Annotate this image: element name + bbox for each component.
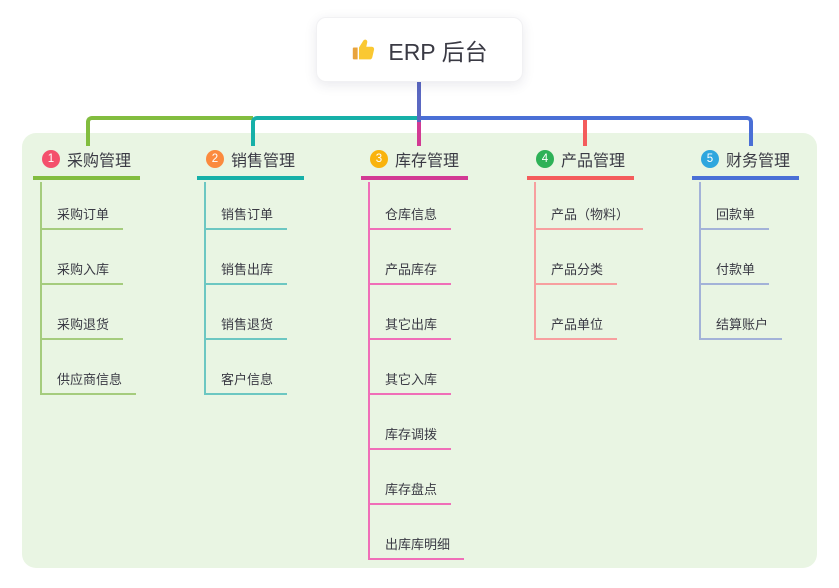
child-node-label: 回款单 — [716, 207, 756, 222]
child-node[interactable]: 产品库存 — [368, 257, 452, 285]
branch-number-badge: 3 — [370, 150, 388, 168]
connector-branch-2-elbow — [251, 116, 421, 146]
child-node-label: 库存盘点 — [385, 482, 438, 497]
child-node[interactable]: 产品分类 — [534, 257, 618, 285]
child-node[interactable]: 回款单 — [699, 202, 770, 230]
child-node-label: 供应商信息 — [57, 372, 123, 387]
branch-title-label: 产品管理 — [561, 153, 626, 170]
child-node-label: 结算账户 — [716, 317, 769, 332]
child-node[interactable]: 采购订单 — [40, 202, 124, 230]
child-node[interactable]: 出库库明细 — [368, 532, 465, 560]
branch-4-title-node[interactable]: 4 产品管理 — [527, 146, 634, 180]
child-node[interactable]: 付款单 — [699, 257, 770, 285]
child-node[interactable]: 库存调拨 — [368, 422, 452, 450]
child-node-label: 仓库信息 — [385, 207, 438, 222]
branch-1-title-node[interactable]: 1 采购管理 — [33, 146, 140, 180]
branch-title-label: 财务管理 — [726, 153, 791, 170]
child-node-label: 付款单 — [716, 262, 756, 277]
branch-number-badge: 1 — [42, 150, 60, 168]
child-node[interactable]: 结算账户 — [699, 312, 783, 340]
child-node[interactable]: 客户信息 — [204, 367, 288, 395]
branch-children-connector-line — [368, 182, 370, 560]
connector-branch-1-elbow — [86, 116, 253, 146]
child-node-label: 采购退货 — [57, 317, 110, 332]
child-node-label: 销售出库 — [221, 262, 274, 277]
child-node-label: 采购订单 — [57, 207, 110, 222]
child-node[interactable]: 采购入库 — [40, 257, 124, 285]
child-node-label: 产品分类 — [551, 262, 604, 277]
branch-children-connector-line — [40, 182, 42, 395]
child-node[interactable]: 销售退货 — [204, 312, 288, 340]
branch-number-badge: 4 — [536, 150, 554, 168]
branch-2-title-node[interactable]: 2 销售管理 — [197, 146, 304, 180]
child-node-label: 其它出库 — [385, 317, 438, 332]
connector-branch-3-drop — [417, 120, 421, 146]
child-node[interactable]: 其它出库 — [368, 312, 452, 340]
branch-5-title-node[interactable]: 5 财务管理 — [692, 146, 799, 180]
root-node[interactable]: ERP 后台 — [316, 17, 523, 82]
branch-children-connector-line — [699, 182, 701, 340]
child-node-label: 产品库存 — [385, 262, 438, 277]
branches-background-panel — [22, 133, 817, 568]
child-node-label: 采购入库 — [57, 262, 110, 277]
child-node[interactable]: 仓库信息 — [368, 202, 452, 230]
child-node-label: 销售订单 — [221, 207, 274, 222]
child-node[interactable]: 销售出库 — [204, 257, 288, 285]
branch-children-connector-line — [534, 182, 536, 340]
branch-number-badge: 2 — [206, 150, 224, 168]
child-node[interactable]: 其它入库 — [368, 367, 452, 395]
root-node-label: ERP 后台 — [388, 38, 488, 65]
child-node[interactable]: 产品单位 — [534, 312, 618, 340]
child-node[interactable]: 销售订单 — [204, 202, 288, 230]
root-connector-line — [417, 82, 421, 122]
child-node-label: 其它入库 — [385, 372, 438, 387]
child-node-label: 产品（物料） — [551, 207, 630, 222]
branch-children-connector-line — [204, 182, 206, 395]
connector-branch-5-elbow — [417, 116, 753, 146]
branch-title-label: 库存管理 — [395, 153, 460, 170]
child-node-label: 客户信息 — [221, 372, 274, 387]
child-node-label: 出库库明细 — [385, 537, 451, 552]
child-node-label: 销售退货 — [221, 317, 274, 332]
child-node[interactable]: 库存盘点 — [368, 477, 452, 505]
branch-title-label: 销售管理 — [231, 153, 296, 170]
child-node[interactable]: 产品（物料） — [534, 202, 644, 230]
child-node-label: 库存调拨 — [385, 427, 438, 442]
child-node[interactable]: 采购退货 — [40, 312, 124, 340]
branch-title-label: 采购管理 — [67, 153, 132, 170]
branch-number-badge: 5 — [701, 150, 719, 168]
child-node[interactable]: 供应商信息 — [40, 367, 137, 395]
connector-branch-4-drop — [583, 120, 587, 146]
thumbs-up-icon — [351, 36, 378, 63]
child-node-label: 产品单位 — [551, 317, 604, 332]
branch-3-title-node[interactable]: 3 库存管理 — [361, 146, 468, 180]
